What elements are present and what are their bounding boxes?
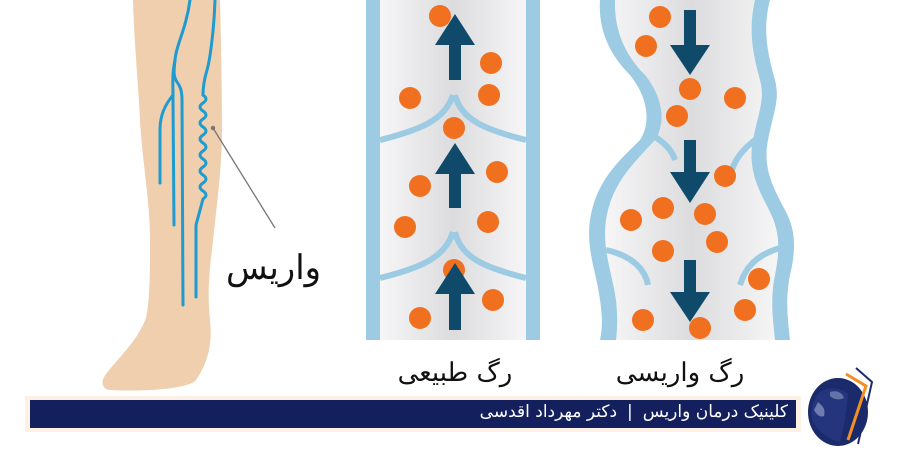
varicose-vein-blood-cells bbox=[620, 6, 770, 339]
varicose-vein-caption: رگ واریسی bbox=[615, 358, 745, 388]
clinic-name: کلینیک درمان واریس bbox=[642, 402, 788, 422]
footer-separator: | bbox=[627, 402, 633, 422]
normal-vein-blood-cells bbox=[394, 5, 508, 329]
pointer-line bbox=[212, 127, 276, 229]
normal-vein-caption: رگ طبیعی bbox=[397, 358, 513, 388]
globe-logo-icon bbox=[808, 367, 874, 446]
arrow-down-icon bbox=[670, 10, 710, 322]
doctor-name: دکتر مهرداد اقدسی bbox=[479, 402, 618, 422]
footer-bar: کلینیک درمان واریس | دکتر مهرداد اقدسی bbox=[30, 400, 796, 428]
varicose-label: واریس bbox=[226, 248, 322, 288]
leg-shape bbox=[102, 0, 222, 391]
varicose-vein-valves bbox=[605, 132, 781, 286]
varicose-vein bbox=[589, 0, 795, 340]
footer-text: کلینیک درمان واریس | دکتر مهرداد اقدسی bbox=[480, 402, 788, 422]
normal-vein bbox=[366, 0, 540, 340]
leg-veins bbox=[158, 0, 217, 307]
arrow-up-icon bbox=[435, 14, 475, 330]
leg-illustration bbox=[102, 0, 276, 391]
normal-vein-valves bbox=[379, 93, 527, 281]
